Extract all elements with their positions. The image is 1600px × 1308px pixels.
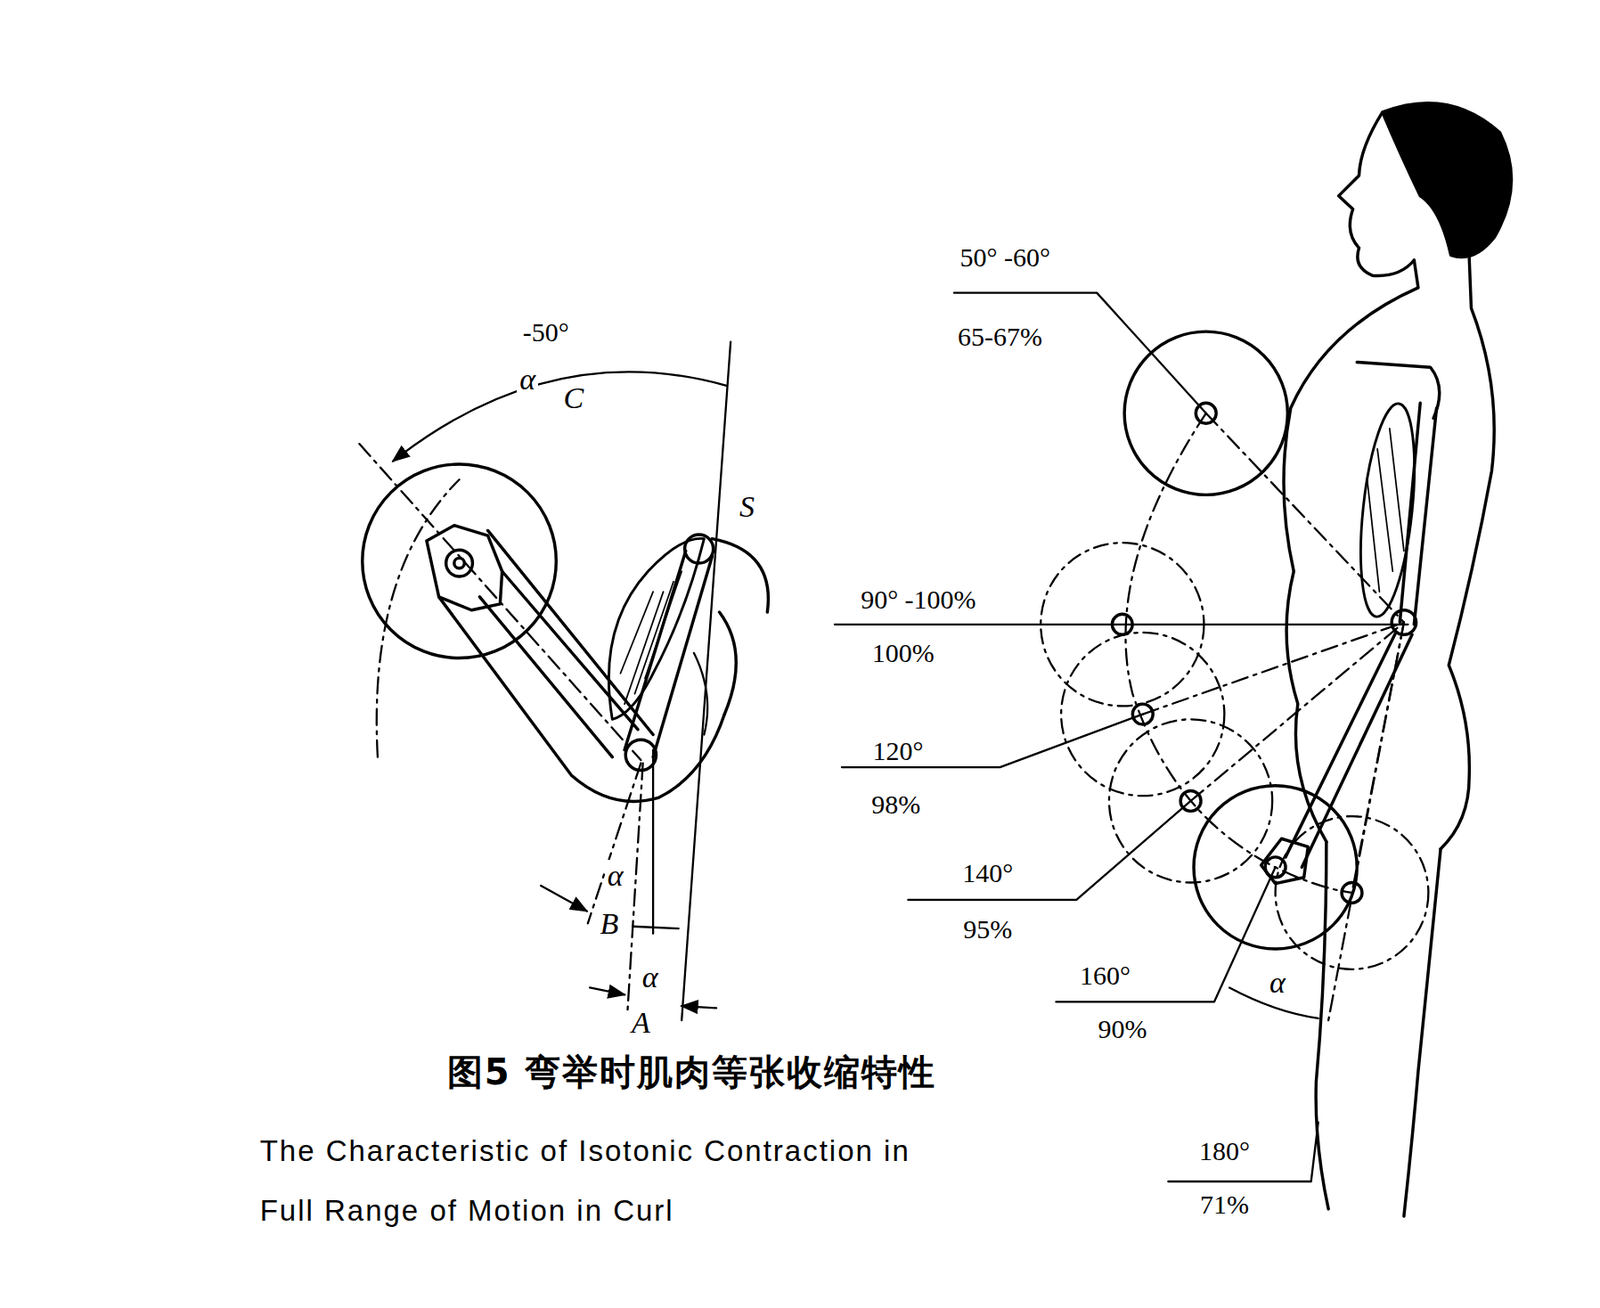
leader-lines-part xyxy=(841,714,1143,768)
angle-label: 90% xyxy=(1094,1014,1150,1044)
angle-symbol: C xyxy=(560,382,587,415)
arm-figure-left-part xyxy=(439,596,726,802)
arm-figure-left-part xyxy=(362,464,557,659)
human-figure-part xyxy=(1315,841,1329,1209)
leader-lines-part xyxy=(1328,622,1405,1021)
angle-label: 50° -60° xyxy=(956,243,1053,272)
angle-lines-left-part xyxy=(376,479,460,757)
human-figure-part xyxy=(1382,103,1512,258)
leader-lines xyxy=(834,293,1409,1182)
human-figure-part xyxy=(1261,838,1309,883)
figure-caption: 图5 弯举时肌肉等张收缩特性 xyxy=(444,1053,940,1091)
human-figure-part xyxy=(1440,257,1494,849)
angle-lines-left-part xyxy=(587,763,642,924)
human-figure-part xyxy=(1356,362,1440,419)
leader-lines-part xyxy=(1167,1122,1318,1182)
angle-lines-left-part xyxy=(632,926,679,929)
caption-english: The Characteristic of Isotonic Contracti… xyxy=(257,1120,976,1241)
angle-symbol: B xyxy=(596,907,621,940)
angle-label: 160° xyxy=(1077,961,1134,990)
angle-label: 100% xyxy=(869,638,938,668)
human-figure-part xyxy=(1367,428,1405,592)
arm-figure-left-part xyxy=(620,571,682,704)
angle-lines-left-part xyxy=(540,885,588,912)
angle-symbol: α xyxy=(639,961,662,994)
angle-symbol: α xyxy=(604,859,627,892)
leader-lines-part xyxy=(954,293,1207,414)
human-figure-part xyxy=(1283,260,1419,842)
angle-label: 120° xyxy=(869,736,926,766)
angle-label: 95% xyxy=(960,914,1015,944)
angle-symbol: S xyxy=(736,490,758,523)
angle-label: -50° xyxy=(520,318,572,347)
human-figure-part xyxy=(1352,400,1424,620)
leader-lines-part xyxy=(1142,622,1405,715)
angle-lines-left-part xyxy=(652,750,654,934)
angle-symbol: A xyxy=(628,1006,654,1039)
angle-lines-left-part xyxy=(392,371,727,461)
angle-lines-left-part xyxy=(589,987,625,995)
angle-lines-left-part xyxy=(681,342,731,1021)
arm-figure-left-part xyxy=(454,557,465,568)
arm-figure-left-part xyxy=(608,538,704,719)
leader-lines-part xyxy=(1055,866,1275,1002)
angle-label: 65-67% xyxy=(955,322,1045,352)
angle-symbol: α xyxy=(516,363,539,396)
angle-label: 90° -100% xyxy=(857,585,979,614)
angle-lines-left-part xyxy=(681,1005,717,1008)
leader-lines-part xyxy=(1351,622,1404,893)
angle-label: 180° xyxy=(1196,1136,1253,1166)
leader-lines-part xyxy=(1206,413,1405,623)
leader-lines-part xyxy=(907,800,1191,900)
angle-label: 71% xyxy=(1197,1190,1252,1219)
arm-figure-left-part xyxy=(712,538,769,715)
arm-figure-left-part xyxy=(446,549,474,577)
angle-symbol: α xyxy=(1266,966,1289,999)
leader-lines-part xyxy=(834,623,1409,626)
human-figure-part xyxy=(1338,112,1415,276)
leader-lines-part xyxy=(1191,622,1405,801)
arm-figure-left-part xyxy=(488,530,654,735)
angle-lines-left xyxy=(359,342,731,1021)
angle-lines-left-part xyxy=(359,443,641,760)
weight-positions xyxy=(1040,331,1429,970)
angle-label: 140° xyxy=(959,858,1016,888)
angle-label: 98% xyxy=(868,790,923,819)
weight-positions-part xyxy=(1125,413,1352,893)
human-figure-part xyxy=(1413,408,1437,625)
human-figure-part xyxy=(1404,848,1441,1217)
